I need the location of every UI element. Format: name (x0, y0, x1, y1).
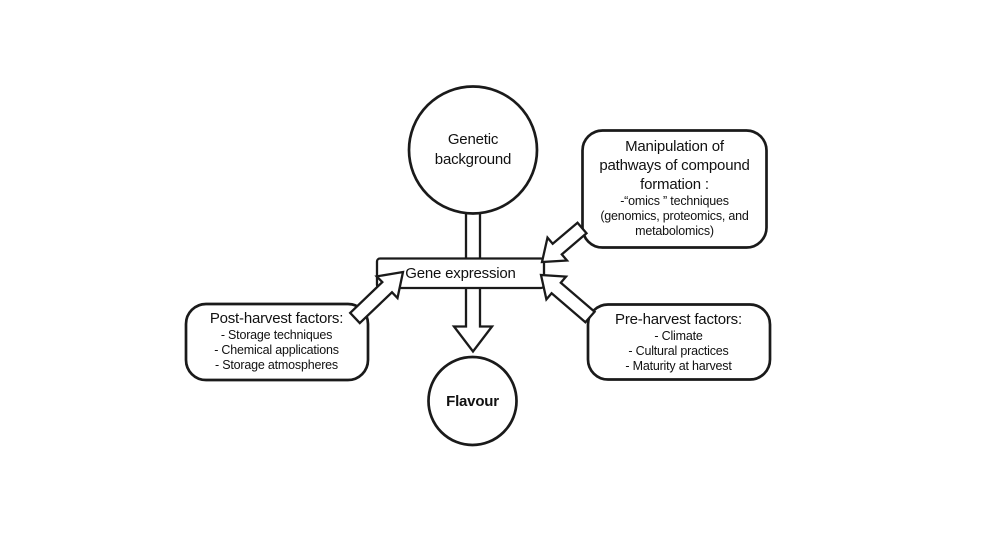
arrow-pre-harvest-to-gene-expression (539, 273, 597, 324)
arrow-manipulation-to-gene-expression (540, 221, 589, 264)
arrow-genetic-to-gene-expression (464, 210, 482, 259)
node-post-harvest: Post-harvest factors: - Storage techniqu… (187, 309, 366, 373)
pre-harvest-item-1: - Climate (654, 329, 703, 343)
node-genetic-background-shape (407, 85, 539, 215)
manipulation-title-line-1: Manipulation of (625, 138, 724, 155)
arrow-post-harvest-to-gene-expression (348, 270, 405, 325)
node-flavour-shape (427, 355, 518, 447)
manipulation-detail-line-2: (genomics, proteomics, and (600, 209, 749, 223)
manipulation-detail-line-3: metabolomics) (635, 224, 714, 238)
pre-harvest-title: Pre-harvest factors: (615, 311, 742, 328)
arrow-gene-expression-to-flavour (451, 289, 495, 354)
manipulation-title-line-2: pathways of compound (599, 157, 750, 174)
pre-harvest-item-2: - Cultural practices (628, 344, 729, 358)
gene-expression-label: Gene expression (405, 264, 516, 282)
flavour-label: Flavour (446, 392, 499, 410)
node-manipulation: Manipulation of pathways of compound for… (584, 137, 765, 239)
node-post-harvest-shape (184, 302, 370, 382)
post-harvest-item-2: - Chemical applications (214, 343, 339, 357)
node-manipulation-shape (581, 129, 768, 249)
genetic-background-line-1: Genetic (447, 131, 499, 148)
node-flavour: Flavour (428, 357, 517, 445)
post-harvest-title: Post-harvest factors: (209, 310, 344, 327)
node-gene-expression-shape (375, 257, 546, 290)
manipulation-title-line-3: formation : (640, 176, 709, 193)
manipulation-detail-line-1: -“omics ” techniques (620, 194, 729, 208)
post-harvest-item-3: - Storage atmospheres (215, 358, 338, 372)
pre-harvest-item-3: - Maturity at harvest (625, 359, 732, 373)
node-gene-expression: Gene expression (377, 258, 544, 288)
genetic-background-line-2: background (434, 151, 512, 168)
node-pre-harvest: Pre-harvest factors: - Climate - Cultura… (589, 310, 768, 374)
node-pre-harvest-shape (586, 303, 772, 381)
post-harvest-item-1: - Storage techniques (220, 328, 333, 342)
node-genetic-background: Genetic background (408, 130, 538, 170)
